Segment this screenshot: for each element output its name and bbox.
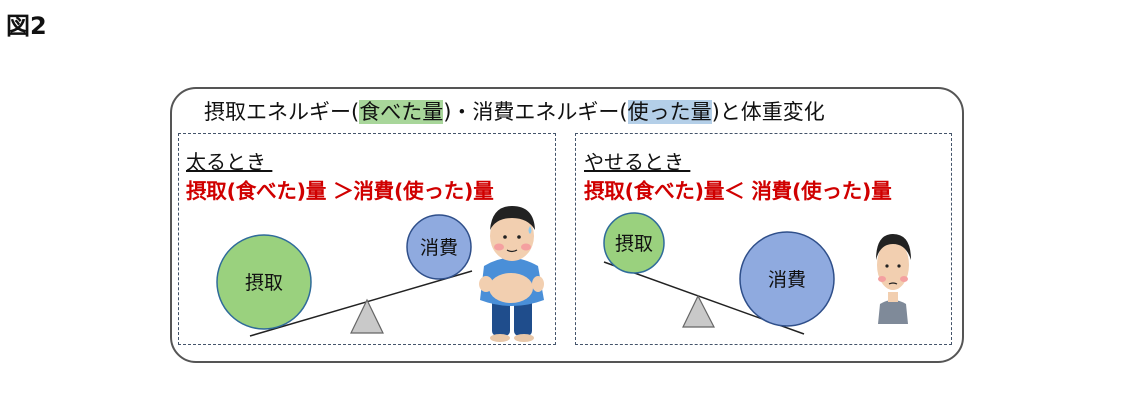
gain-seesaw-beam xyxy=(249,270,473,337)
gain-weight-panel xyxy=(178,133,556,345)
gain-intake-circle xyxy=(216,234,312,330)
diagram-title: 摂取エネルギー(食べた量)・消費エネルギー(使った量)と体重変化 xyxy=(204,96,825,126)
lose-intake-label: 摂取 xyxy=(615,233,653,255)
gain-seesaw: 摂取 消費 xyxy=(216,214,473,337)
lose-seesaw: 摂取 消費 xyxy=(603,212,835,335)
lose-intake-circle xyxy=(603,212,665,274)
fulcrum-triangle-icon xyxy=(350,298,384,334)
lose-panel-heading: やせるとき xyxy=(584,150,691,174)
gain-intake-label: 摂取 xyxy=(245,272,283,294)
gain-comparison: 摂取(食べた)量 ＞消費(使った)量 xyxy=(186,179,494,203)
thin-man-icon xyxy=(876,234,911,324)
lose-weight-panel xyxy=(575,133,952,345)
title-suffix: )と体重変化 xyxy=(711,100,825,124)
gain-panel-heading: 太るとき xyxy=(186,150,273,174)
title-expend-highlight: 使った量 xyxy=(627,100,712,124)
lose-expend-circle xyxy=(739,231,835,327)
gain-expend-circle xyxy=(406,214,472,280)
figure-label: 図2 xyxy=(6,12,47,40)
title-intake-highlight: 食べた量 xyxy=(359,100,444,124)
fulcrum-triangle-icon xyxy=(682,294,715,328)
lose-expend-label: 消費 xyxy=(768,269,806,291)
title-middle: )・消費エネルギー( xyxy=(443,100,628,124)
lose-comparison: 摂取(食べた)量＜ 消費(使った)量 xyxy=(584,179,892,203)
gain-expend-label: 消費 xyxy=(420,237,458,259)
overweight-man-icon xyxy=(479,206,544,342)
title-prefix: 摂取エネルギー( xyxy=(204,100,360,124)
